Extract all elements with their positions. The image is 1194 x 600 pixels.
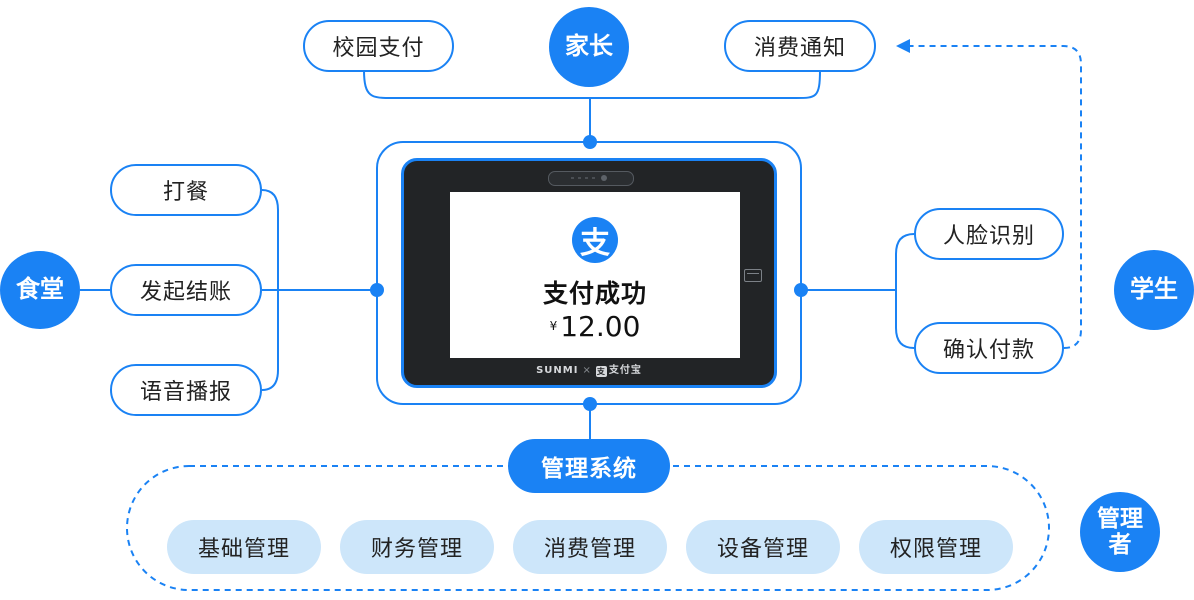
management-item-basic: 基础管理 — [167, 520, 321, 574]
alipay-logo-icon: 支 — [572, 217, 618, 263]
brand-row: SUNMI×支支付宝 — [404, 361, 774, 377]
brand-alipay: 支付宝 — [608, 365, 642, 376]
feature-face-recognition: 人脸识别 — [914, 208, 1064, 260]
payment-amount: ¥12.00 — [450, 310, 740, 343]
brand-sunmi: SUNMI — [536, 365, 579, 376]
parent-bracket — [363, 69, 821, 99]
camera-icon — [548, 171, 634, 186]
management-item-consumption: 消费管理 — [513, 520, 667, 574]
amount-value: 12.00 — [560, 310, 641, 343]
feature-campus-payment: 校园支付 — [303, 20, 454, 72]
feature-voice-broadcast: 语音播报 — [110, 364, 262, 416]
currency-symbol: ¥ — [549, 319, 558, 333]
management-system-title: 管理系统 — [508, 439, 670, 493]
feature-consumption-notice: 消费通知 — [724, 20, 876, 72]
parent-link-dot — [583, 135, 597, 149]
node-admin: 管理者 — [1080, 492, 1160, 572]
node-parent: 家长 — [549, 7, 629, 87]
notify-arrow-line — [904, 45, 1082, 349]
feature-confirm-payment: 确认付款 — [914, 322, 1064, 374]
notify-arrow-head — [896, 39, 910, 53]
management-item-permission: 权限管理 — [859, 520, 1013, 574]
feature-start-checkout: 发起结账 — [110, 264, 262, 316]
terminal-screen: 支 支付成功 ¥12.00 — [450, 192, 740, 358]
feature-serve-meal: 打餐 — [110, 164, 262, 216]
management-item-finance: 财务管理 — [340, 520, 494, 574]
payment-terminal: 支 支付成功 ¥12.00 SUNMI×支支付宝 — [401, 158, 777, 388]
alipay-mini-logo-icon: 支 — [595, 366, 607, 377]
payment-status: 支付成功 — [542, 279, 647, 308]
management-link-dot — [583, 397, 597, 411]
student-bracket — [895, 233, 915, 349]
card-slot-icon — [744, 269, 762, 282]
node-student: 学生 — [1114, 250, 1194, 330]
brand-separator: × — [582, 365, 592, 376]
node-canteen: 食堂 — [0, 251, 80, 329]
canteen-link-dot — [370, 283, 384, 297]
management-item-device: 设备管理 — [686, 520, 840, 574]
student-link-dot — [794, 283, 808, 297]
